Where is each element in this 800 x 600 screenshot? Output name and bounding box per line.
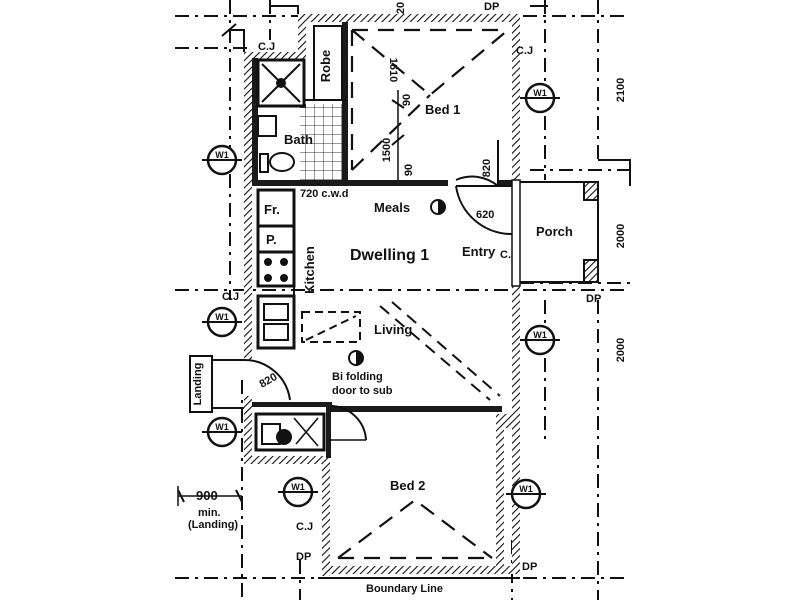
kitchen-label: Kitchen xyxy=(302,246,317,294)
cj-top-left-label: C.J xyxy=(258,41,275,53)
bed-1-label: Bed 1 xyxy=(425,102,460,117)
bed-1-room: Robe 1610 1500 90 90 Bed 1 820 xyxy=(300,25,509,187)
landing-area: Landing 820 xyxy=(189,355,367,452)
marker-bed2-right: W1 xyxy=(506,478,546,510)
interior-walls xyxy=(252,22,520,458)
fridge-label: Fr. xyxy=(264,202,280,217)
marker-bed2-left-code: W1 xyxy=(291,482,305,492)
dwelling-label: Dwelling 1 xyxy=(350,247,429,264)
living-label: Living xyxy=(374,322,412,337)
dim-90b-label: 90 xyxy=(403,164,415,176)
landing-label: Landing xyxy=(192,363,204,406)
door-820-label: 820 xyxy=(481,159,493,177)
joint-labels: C.J C.J C.J C.J DP DP DP 20 2100 2000 20… xyxy=(221,1,627,573)
dim-right-3-label: 2000 xyxy=(615,338,627,362)
marker-bath-left: W1 xyxy=(202,144,242,176)
door-620-label: 620 xyxy=(476,209,494,221)
boundary-label: Boundary Line xyxy=(366,583,443,595)
boundary-line: Boundary Line xyxy=(318,577,520,595)
dp-bed2-left-label: DP xyxy=(296,551,311,563)
marker-kitchen-left-code: W1 xyxy=(215,312,229,322)
marker-living-right: W1 xyxy=(520,324,560,356)
marker-bed1-right-code: W1 xyxy=(533,88,547,98)
folding-label-2: door to sub xyxy=(332,385,393,397)
marker-living-right-code: W1 xyxy=(533,330,547,340)
robe-label: Robe xyxy=(318,50,333,83)
cj-top-right-label: C.J xyxy=(516,45,533,57)
min-label: min. xyxy=(198,507,221,519)
porch-label: Porch xyxy=(536,224,573,239)
marker-landing-left-code: W1 xyxy=(215,422,229,432)
marker-bed2-right-code: W1 xyxy=(519,484,533,494)
meals-label: Meals xyxy=(374,200,410,215)
bed-2-room: Bed 2 xyxy=(337,478,493,560)
marker-bed2-left: W1 xyxy=(278,476,318,508)
dp-bed2-right-label: DP xyxy=(522,561,537,573)
living-area: Living Bi folding door to sub xyxy=(301,301,501,401)
marker-bed1-right: W1 xyxy=(520,82,560,114)
kitchen-area: Fr. P. Kitchen xyxy=(256,188,317,350)
cwd-label: 720 c.w.d xyxy=(300,188,349,200)
dim-900-label: 900 xyxy=(196,488,218,503)
cj-kitchen-label: C.J xyxy=(222,291,239,303)
entry-label: Entry xyxy=(462,244,496,259)
dp-porch-label: DP xyxy=(586,293,601,305)
dp-top-label: DP xyxy=(484,1,499,13)
cj-bed2-left-label: C.J xyxy=(296,521,313,533)
landing-paren-label: (Landing) xyxy=(188,519,238,531)
marker-kitchen-left: W1 xyxy=(202,306,242,338)
pantry-label: P. xyxy=(266,232,277,247)
dim-top-label: 20 xyxy=(395,2,407,14)
dim-right-2-label: 2000 xyxy=(615,224,627,248)
marker-bath-left-code: W1 xyxy=(215,150,229,160)
folding-label-1: Bi folding xyxy=(332,371,383,383)
bath-room: Bath 720 c.w.d xyxy=(256,58,349,200)
dim-90-label: 90 xyxy=(401,94,413,106)
porch-area: Porch DP xyxy=(520,159,631,305)
dim-right-1-label: 2100 xyxy=(615,78,627,102)
dim-1610-label: 1610 xyxy=(387,58,399,82)
bed-2-label: Bed 2 xyxy=(390,478,425,493)
bath-label: Bath xyxy=(284,132,313,147)
dimension-900: 900 min. (Landing) xyxy=(177,486,243,531)
dim-1500-label: 1500 xyxy=(381,138,393,162)
meals-dwelling-area: Meals Dwelling 1 Entry C.J 620 xyxy=(350,179,521,287)
marker-landing-left: W1 xyxy=(202,416,242,448)
